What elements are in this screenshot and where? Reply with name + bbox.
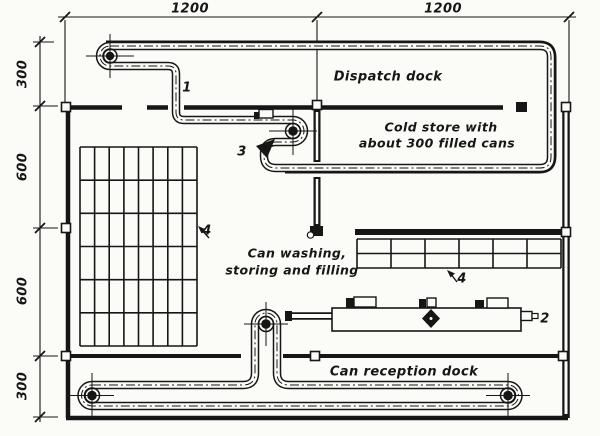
- column-node: [557, 350, 569, 362]
- washing-filling-machine: [285, 296, 539, 332]
- label-reception-dock: Can reception dock: [329, 364, 479, 380]
- wheel-ring: [83, 387, 101, 404]
- dim-top-left: 1200: [171, 1, 209, 17]
- column-node: [60, 222, 72, 234]
- column-nodes: [60, 99, 572, 362]
- column-node: [60, 101, 72, 113]
- wheel-hub: [503, 390, 513, 401]
- outer-walls: [65, 102, 570, 421]
- grid-horizontals: [80, 146, 197, 347]
- dim-left-300-top: 300: [15, 59, 31, 89]
- machine-fitting-b-block: [419, 299, 426, 308]
- column-node: [309, 350, 321, 362]
- door-pier: [516, 102, 527, 112]
- wheel-ring: [102, 48, 118, 64]
- machine-valve-center: [429, 317, 433, 320]
- pointer-4-right-head: [447, 270, 455, 278]
- machine-fitting-b: [426, 297, 437, 308]
- callout-4-right: 4: [457, 271, 467, 287]
- wheel-3: [269, 107, 317, 155]
- label-washing-line2: storing and filling: [225, 262, 359, 278]
- can-rack: [356, 238, 562, 269]
- flow-arrow: [256, 139, 275, 158]
- machine-fitting-a: [353, 296, 377, 308]
- dispatch-conveyor-loop: [95, 40, 557, 174]
- reception-conveyor-loop: [77, 308, 523, 411]
- can-storage-grid: [79, 146, 198, 347]
- wheel-bottom-right: [486, 373, 530, 418]
- dimension-lines: [33, 11, 576, 423]
- callout-3: 3: [237, 144, 247, 160]
- callout-1: 1: [182, 80, 192, 96]
- conveyor-bracket: [258, 108, 274, 119]
- label-cold-store-line1: Cold store with: [384, 119, 498, 135]
- column-node: [560, 101, 572, 113]
- wheel-ring: [257, 315, 275, 333]
- label-dispatch-dock: Dispatch dock: [333, 69, 443, 85]
- dimension-tick-slashes: [34, 11, 575, 423]
- wheel-top-left: [86, 34, 134, 78]
- column-node: [560, 226, 572, 238]
- dim-left-600-upper: 600: [15, 152, 31, 182]
- machine-fitting-c: [486, 297, 509, 309]
- wall-end-cap: [310, 226, 323, 236]
- callout-2: 2: [540, 311, 550, 327]
- label-washing-line1: Can washing,: [247, 245, 347, 261]
- wheel-ring: [499, 387, 517, 404]
- dimension-main-lines: [39, 16, 576, 422]
- callout-4-left: 4: [202, 223, 212, 239]
- reception-conveyor-core: [78, 310, 522, 409]
- wheel-ring: [284, 122, 302, 140]
- machine-outlet: [520, 310, 533, 322]
- pointer-4-left-head: [198, 226, 206, 234]
- conveyor-bracket-block: [254, 112, 259, 119]
- rack-horizontals: [357, 238, 561, 269]
- column-node: [60, 350, 72, 362]
- column-node: [311, 99, 323, 111]
- extension-lines-left: [33, 41, 58, 418]
- wheel-hub: [105, 51, 115, 61]
- left-and-bottom-wall: [65, 105, 568, 421]
- wheel-hub: [87, 390, 97, 401]
- label-cold-store-line2: about 300 filled cans: [358, 135, 516, 151]
- extension-lines-top: [64, 20, 570, 103]
- machine-fitting-c-block: [475, 300, 484, 308]
- machine-fitting-a-block: [346, 298, 354, 308]
- wheel-bottom-left: [70, 373, 114, 418]
- wheel-hub: [288, 126, 298, 136]
- dispatch-conveyor-axis: [99, 45, 552, 169]
- wall-end-fitting: [306, 231, 315, 239]
- callout-pointers: [198, 226, 458, 283]
- conveyor-wheels: [70, 34, 530, 418]
- dim-top-right: 1200: [424, 1, 462, 17]
- machine-outlet-tip: [531, 312, 539, 320]
- dim-left-600-lower: 600: [15, 276, 31, 306]
- dim-left-300-bottom: 300: [15, 371, 31, 401]
- interior-walls: [68, 109, 566, 358]
- machine-feed-block: [285, 311, 292, 321]
- wheel-hub: [261, 319, 271, 329]
- wheel-t-junction: [244, 302, 288, 346]
